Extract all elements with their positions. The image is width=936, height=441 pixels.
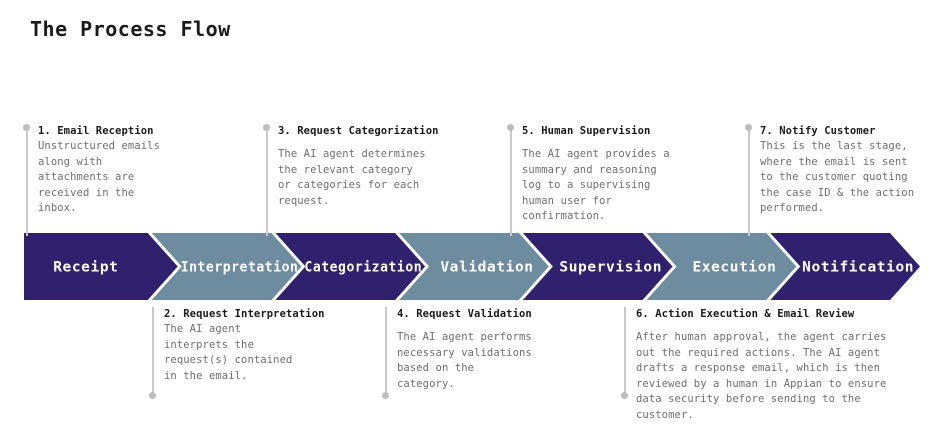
connector-line: [385, 307, 387, 399]
connector-dot: [149, 392, 157, 399]
chevron-label: Supervision: [559, 260, 662, 276]
callout-description: The AI agent provides a summary and reas…: [522, 148, 670, 222]
callout-title: 5. Human Supervision: [522, 125, 651, 137]
callout-description: After human approval, the agent carries …: [636, 331, 887, 421]
callout-title: 6. Action Execution & Email Review: [636, 308, 855, 320]
connector-dot: [621, 392, 629, 399]
connector-line: [510, 124, 512, 236]
connector-dot: [507, 124, 515, 131]
chevron-interpretation[interactable]: [151, 233, 302, 300]
callout-description: The AI agent determines the relevant cat…: [278, 148, 426, 207]
callout-title: 1. Email Reception: [38, 125, 154, 137]
callout-description: Unstructured emails along with attachmen…: [38, 140, 161, 214]
chevron-execution[interactable]: [646, 233, 797, 300]
chevron-label: Receipt: [53, 260, 118, 276]
connector-line: [266, 124, 268, 236]
page-title: The Process Flow: [30, 17, 231, 41]
chevron-validation[interactable]: [399, 233, 549, 300]
connector-line: [152, 307, 154, 399]
chevron-categorization[interactable]: [275, 233, 426, 300]
connector-dot: [382, 392, 390, 399]
chevron-supervision[interactable]: [522, 233, 673, 300]
chevron-label: Notification: [802, 260, 914, 276]
chevron-receipt[interactable]: [24, 233, 178, 300]
callout-description: This is the last stage, where the email …: [760, 140, 915, 214]
connector-line: [624, 307, 626, 399]
callout-title: 3. Request Categorization: [278, 125, 439, 137]
connector-dot: [23, 124, 31, 131]
chevron-label: Execution: [692, 260, 776, 276]
connector-line: [748, 124, 750, 236]
chevron-label: Validation: [440, 260, 533, 276]
callout-title: 7. Notify Customer: [760, 125, 876, 137]
callout-description: The AI agent performs necessary validati…: [397, 331, 532, 390]
connector-dot: [263, 124, 271, 131]
chevron-label: Interpretation: [181, 260, 299, 276]
callout-title: 2. Request Interpretation: [164, 308, 325, 320]
connector-line: [26, 124, 28, 236]
callout-title: 4. Request Validation: [397, 308, 532, 320]
connector-dot: [745, 124, 753, 131]
chevron-notification[interactable]: [770, 233, 920, 300]
callout-description: The AI agent interprets the request(s) c…: [164, 323, 293, 382]
chevron-label: Categorization: [304, 260, 422, 276]
